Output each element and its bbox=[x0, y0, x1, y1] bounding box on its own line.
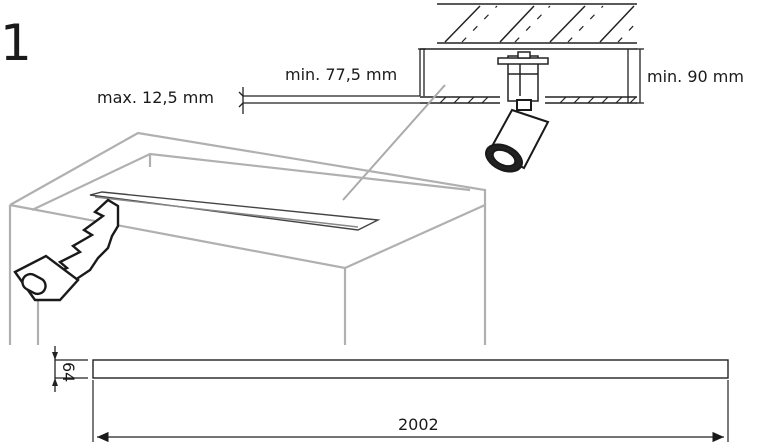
dimension-min-ceiling-depth bbox=[418, 48, 426, 96]
leader-line bbox=[342, 84, 446, 201]
cutout-length-label: 2002 bbox=[398, 415, 439, 434]
max-board-thickness-label: max. 12,5 mm bbox=[97, 88, 214, 107]
cutout-plan bbox=[52, 346, 729, 443]
hand-saw-icon bbox=[13, 198, 120, 302]
min-total-depth-label: min. 90 mm bbox=[647, 67, 744, 86]
ceiling-section bbox=[420, 3, 638, 104]
cutout-slot bbox=[89, 191, 381, 231]
dimension-min-total-depth bbox=[627, 48, 644, 104]
ceiling-box bbox=[8, 131, 487, 345]
dimension-max-board-thickness bbox=[238, 87, 420, 114]
min-ceiling-depth-label: min. 77,5 mm bbox=[285, 65, 397, 84]
cutout-width-label: 64 bbox=[59, 362, 78, 382]
spotlight-icon bbox=[485, 99, 550, 173]
step-number: 1 bbox=[0, 14, 32, 72]
